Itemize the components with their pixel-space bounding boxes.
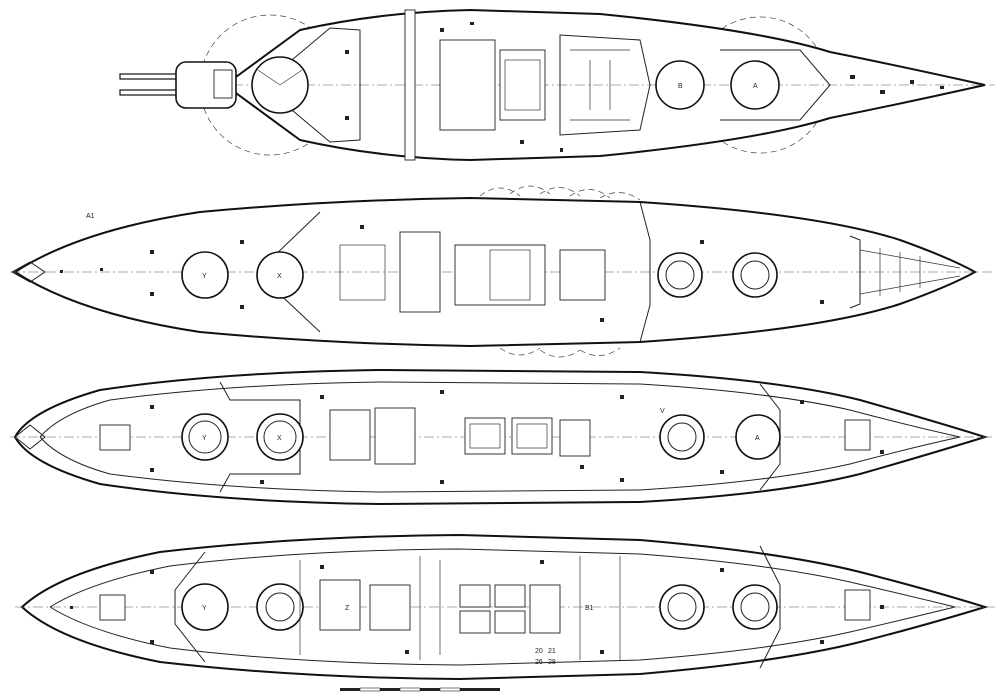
turret-label: A <box>755 435 760 442</box>
barbette-ring <box>665 260 695 290</box>
deckhouse <box>499 49 546 121</box>
small-label: 21 <box>548 648 556 655</box>
turret-b-barbette <box>659 414 705 460</box>
bow-hatching <box>859 248 961 296</box>
compartment-grid <box>99 556 871 660</box>
small-label: 28 <box>548 659 556 666</box>
barbette-ring <box>740 260 770 290</box>
citadel-outline <box>174 545 781 669</box>
barbette-ring <box>667 422 697 452</box>
turret-y-barbette <box>181 583 229 631</box>
funnel-casing <box>489 249 531 301</box>
turret-label: Y <box>202 273 207 280</box>
turret-b-barbette <box>655 60 705 110</box>
aft-superstructure-detail <box>570 49 630 121</box>
barbette-ring <box>188 420 222 454</box>
small-label: 20 <box>535 648 543 655</box>
small-label: 26 <box>535 659 543 666</box>
hatch-grating <box>516 423 548 449</box>
engine-hatch <box>339 244 386 301</box>
after-deck-outline <box>720 49 831 121</box>
turret-label: Y <box>202 605 207 612</box>
turret-x-barbette <box>256 583 304 631</box>
barbette-ring <box>667 592 697 622</box>
compartment <box>374 407 416 465</box>
deck-plan-view-2: A1 Y X <box>10 185 995 358</box>
deck-plan-view-3: V Y X A <box>10 368 995 506</box>
turret-cupola <box>213 69 233 99</box>
deckhouse <box>399 231 441 313</box>
boat-davits <box>479 185 641 358</box>
deck-plan-view-1: B A <box>119 8 995 162</box>
turret-a-barbette <box>735 414 781 460</box>
turret-b-barbette <box>657 252 703 298</box>
turret-x-barbette <box>256 251 304 299</box>
aft-superstructure <box>559 34 651 136</box>
turret-y-barbette <box>181 251 229 299</box>
deck-fittings <box>345 22 944 152</box>
turret-label: X <box>277 273 282 280</box>
turret-label: B <box>678 83 683 90</box>
scale-bar <box>340 687 500 692</box>
stern-fitting <box>14 424 46 450</box>
hatch-grating <box>469 423 501 449</box>
small-label: Z <box>345 605 350 612</box>
turret-a-barbette <box>732 584 778 630</box>
deck-fittings <box>70 560 884 654</box>
engine-hatch <box>511 417 553 455</box>
compartment <box>329 409 371 461</box>
forecastle-break <box>849 235 861 309</box>
barbette-ring <box>740 592 770 622</box>
compartment <box>559 419 591 457</box>
barbette-ring <box>263 420 297 454</box>
turret-label: Y <box>202 435 207 442</box>
turret-label: X <box>277 435 282 442</box>
deck-grating <box>504 59 541 111</box>
mast-band <box>404 9 416 161</box>
deck-fittings <box>60 225 824 322</box>
deck-fittings <box>150 390 884 484</box>
small-label: V <box>660 408 665 415</box>
turret-label: A <box>753 83 758 90</box>
compartment <box>99 424 131 451</box>
deckhouse <box>454 244 546 306</box>
small-label: B1 <box>585 605 594 612</box>
deckhouse <box>439 39 496 131</box>
turret-b-barbette <box>659 584 705 630</box>
deck-plan-view-4: Z B1 20 21 26 28 Y <box>15 533 995 681</box>
stern-fitting <box>10 261 46 283</box>
turret-a-barbette <box>730 60 780 110</box>
barbette-divider <box>257 69 303 86</box>
engine-hatch <box>464 417 506 455</box>
deckhouse <box>559 249 606 301</box>
turret-a-barbette <box>732 252 778 298</box>
compartment <box>844 419 871 451</box>
barbette-ring <box>265 592 295 622</box>
small-label: A1 <box>86 213 95 220</box>
